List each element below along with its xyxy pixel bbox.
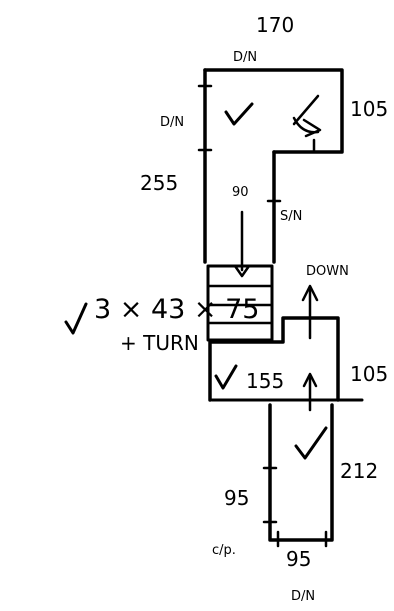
- down-label: DOWN: [306, 264, 349, 279]
- landing-height-label: 105: [350, 362, 388, 386]
- lower-left-height-label: 95: [224, 486, 249, 510]
- up-arrowhead-icon: [302, 372, 318, 388]
- cp-label: c/p.: [212, 543, 236, 558]
- landing-outline: [210, 316, 340, 402]
- bottom-dn-label: D/N: [291, 589, 315, 604]
- landing: [208, 284, 340, 412]
- upper-room-outline: [203, 68, 344, 154]
- lower-room: [262, 403, 334, 548]
- landing-width-label: 155: [246, 369, 284, 393]
- upper-right-height-label: 105: [350, 97, 388, 121]
- corridor-width-label: 90: [232, 185, 249, 200]
- check-mark-icon: [64, 302, 88, 335]
- check-mark-icon: [224, 102, 254, 126]
- top-width-label: 170: [256, 13, 294, 37]
- check-mark-icon: [214, 364, 238, 390]
- left-height-label: 255: [140, 171, 178, 195]
- corridor-sn-label: S/N: [280, 209, 302, 224]
- up-arrowhead-icon: [301, 284, 319, 302]
- stair-spec-line1: 3 × 43 × 75: [94, 294, 259, 325]
- bottom-width-label: 95: [286, 547, 311, 571]
- lower-room-outline: [268, 403, 334, 542]
- stair-spec-line2: + TURN: [120, 331, 199, 355]
- door-swing-arrowhead: [302, 118, 322, 138]
- lower-height-label: 212: [340, 459, 378, 483]
- door-leaf: [292, 94, 320, 126]
- upper-left-dn-label: D/N: [160, 115, 184, 130]
- stair-outline: [206, 264, 274, 342]
- upper-room: [197, 68, 344, 278]
- top-dn-label: D/N: [233, 50, 257, 65]
- stair: [64, 264, 274, 342]
- check-mark-icon: [294, 426, 328, 460]
